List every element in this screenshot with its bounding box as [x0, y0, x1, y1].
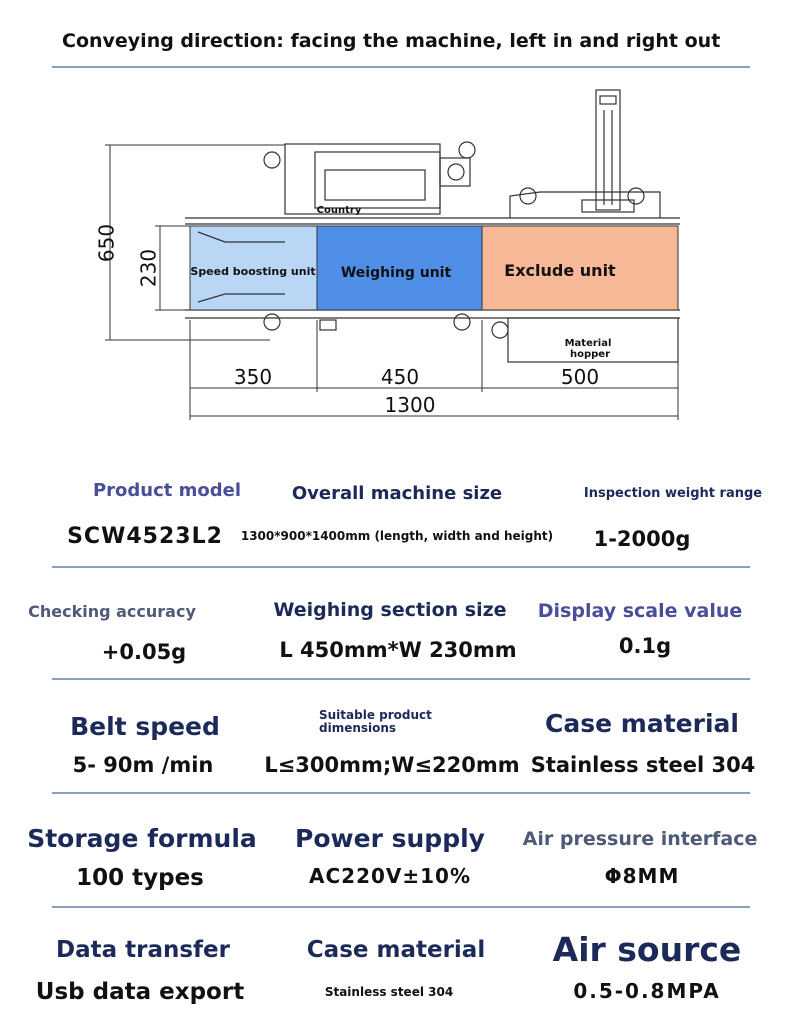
- divider: [52, 906, 750, 908]
- spec-value-scale-value: 0.1g: [618, 634, 672, 658]
- spec-label-overall-size: Overall machine size: [291, 483, 503, 504]
- spec-label-air-source: Air source: [552, 930, 742, 969]
- spec-value-case-material: Stainless steel 304: [530, 753, 756, 777]
- page-title: Conveying direction: facing the machine,…: [62, 30, 721, 52]
- spec-label-case-material-2: Case material: [306, 937, 486, 963]
- spec-value-belt-speed: 5- 90m /min: [72, 753, 214, 777]
- spec-label-weight-range: Inspection weight range: [583, 486, 763, 501]
- spec-label-weighing-size: Weighing section size: [273, 599, 507, 621]
- divider: [52, 566, 750, 568]
- spec-value-product-model: SCW4523L2: [67, 524, 223, 549]
- weighing-unit: [316, 225, 483, 311]
- spec-label-case-material: Case material: [545, 709, 739, 738]
- dim-exclude: 500: [561, 365, 599, 389]
- spec-value-air-source: 0.5-0.8MPA: [573, 979, 721, 1003]
- spec-value-data-transfer: Usb data export: [35, 979, 245, 1005]
- spec-value-storage-formula: 100 types: [76, 865, 204, 891]
- speed-unit-label: Speed boosting unit: [190, 265, 315, 278]
- spec-value-weight-range: 1-2000g: [593, 527, 691, 551]
- spec-value-weighing-size: L 450mm*W 230mm: [279, 638, 517, 662]
- weighing-unit-label: Weighing unit: [341, 265, 452, 281]
- exclude-unit-label: Exclude unit: [504, 261, 616, 280]
- divider: [52, 678, 750, 680]
- spec-label-storage-formula: Storage formula: [27, 824, 257, 853]
- spec-label-product-dims: Suitable product dimensions: [319, 708, 432, 735]
- exclude-unit: [481, 225, 679, 311]
- spec-label-air-interface: Air pressure interface: [522, 828, 758, 850]
- spec-value-product-dims: L≤300mm;W≤220mm: [264, 753, 520, 777]
- hopper-label: hopper: [570, 349, 610, 360]
- display-screen: [324, 169, 426, 201]
- material-label: Material: [565, 338, 612, 349]
- spec-value-accuracy: +0.05g: [101, 640, 187, 664]
- spec-value-air-interface: Φ8MM: [604, 864, 680, 888]
- spec-label-power-supply: Power supply: [295, 824, 485, 853]
- dim-speed: 350: [234, 365, 272, 389]
- dim-height-total: 650: [95, 224, 119, 262]
- spec-value-power-supply: AC220V±10%: [308, 864, 472, 888]
- dim-weigh: 450: [381, 365, 419, 389]
- spec-label-product-model: Product model: [92, 480, 242, 501]
- sensor-column: [595, 89, 621, 211]
- dim-height-belt: 230: [137, 249, 161, 287]
- divider: [52, 66, 750, 68]
- machine-diagram: 650 230 350 450 500 1300 Speed boosting …: [95, 89, 680, 420]
- spec-value-overall-size: 1300*900*1400mm (length, width and heigh…: [240, 529, 554, 543]
- country-label: Country: [317, 205, 362, 216]
- material-hopper: [507, 317, 679, 363]
- top-right-wheel: [458, 141, 476, 159]
- spec-label-scale-value: Display scale value: [537, 600, 743, 622]
- divider: [52, 792, 750, 794]
- spec-value-case-material-2: Stainless steel 304: [324, 985, 454, 999]
- spec-label-data-transfer: Data transfer: [55, 937, 231, 963]
- top-cabinet: [284, 143, 441, 215]
- spec-label-accuracy: Checking accuracy: [28, 602, 196, 621]
- spec-label-belt-speed: Belt speed: [70, 712, 220, 741]
- dim-total: 1300: [385, 393, 436, 417]
- speed-boosting-unit: [189, 225, 318, 311]
- top-left-wheel: [263, 151, 281, 169]
